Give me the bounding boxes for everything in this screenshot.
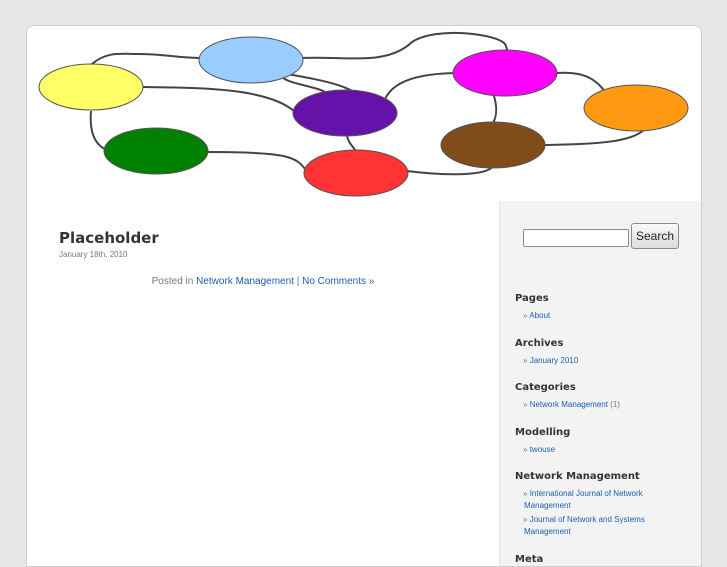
network-graph-image [38, 31, 689, 197]
modelling-heading: Modelling [515, 427, 571, 438]
posted-in-label: Posted in [151, 276, 194, 287]
post-meta: Posted in Network Management | No Commen… [27, 276, 499, 287]
post-date: January 18th, 2010 [59, 250, 128, 259]
network-management-heading: Network Management [515, 471, 640, 482]
post-comments-link[interactable]: No Comments » [302, 276, 375, 287]
list-item: » International Journal of Network Manag… [523, 489, 643, 510]
post-title[interactable]: Placeholder [59, 229, 159, 247]
list-item: » January 2010 [523, 356, 579, 365]
archives-heading: Archives [515, 338, 564, 349]
category-count: (1) [610, 400, 620, 409]
journal-link-ijnm[interactable]: International Journal of Network Managem… [524, 489, 643, 510]
meta-separator: | [296, 276, 300, 287]
pages-widget: Pages » About [515, 293, 691, 322]
modelling-widget: Modelling » twouse [515, 427, 691, 456]
category-link-network-management[interactable]: Network Management [529, 400, 608, 409]
list-item: » About [523, 311, 551, 320]
network-management-widget: Network Management » International Journ… [515, 471, 691, 538]
sidebar: Search Pages » About Archives » January … [499, 201, 701, 566]
pages-heading: Pages [515, 293, 549, 304]
main-content: Placeholder January 18th, 2010 Posted in… [27, 201, 499, 566]
search-input[interactable] [523, 229, 629, 247]
modelling-link-twouse[interactable]: twouse [529, 445, 556, 454]
post-category-link[interactable]: Network Management [196, 276, 294, 287]
header-banner [27, 26, 701, 201]
page: Placeholder January 18th, 2010 Posted in… [26, 25, 702, 567]
page-link-about[interactable]: About [529, 311, 551, 320]
search-form: Search [523, 223, 683, 251]
list-item: » Network Management (1) [523, 400, 620, 409]
archive-link-january-2010[interactable]: January 2010 [529, 356, 579, 365]
categories-widget: Categories » Network Management (1) [515, 382, 691, 411]
meta-heading: Meta [515, 554, 544, 565]
journal-link-jnsm[interactable]: Journal of Network and Systems Managemen… [524, 515, 645, 536]
list-item: » Journal of Network and Systems Managem… [523, 515, 645, 536]
categories-heading: Categories [515, 382, 576, 393]
list-item: » twouse [523, 445, 556, 454]
meta-widget: Meta [515, 554, 691, 565]
search-button[interactable]: Search [631, 223, 679, 249]
archives-widget: Archives » January 2010 [515, 338, 691, 367]
